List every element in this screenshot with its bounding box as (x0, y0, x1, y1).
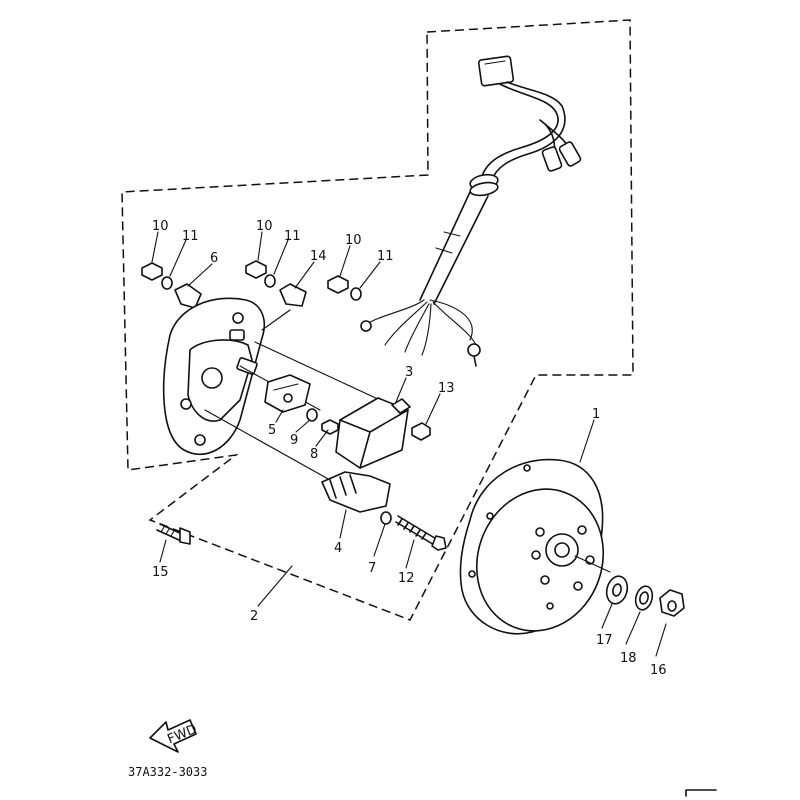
washer-7 (380, 511, 392, 525)
screw-washer-set-a (141, 262, 173, 290)
callout-2: 2 (250, 609, 258, 624)
callout-1: 1 (592, 407, 600, 422)
callout-14: 14 (310, 249, 327, 264)
leader-lines (151, 231, 667, 657)
corner-mark (685, 789, 717, 797)
callout-9: 9 (290, 433, 298, 448)
callout-11: 11 (182, 229, 199, 244)
assembly-boundary-dashed (121, 19, 634, 621)
screw-13 (411, 422, 431, 441)
charging-coil-4 (321, 471, 391, 513)
lock-washer-18 (634, 585, 654, 611)
fwd-label: FWD (165, 722, 199, 747)
washer-9 (306, 408, 318, 422)
harness-connector (477, 55, 515, 87)
callout-labels: 10 11 6 10 11 14 10 11 3 13 5 9 8 1 4 7 … (152, 219, 667, 678)
flywheel-rotor-1 (459, 458, 605, 635)
callout-4: 4 (334, 541, 342, 556)
stator-plate (162, 297, 266, 455)
drawing-code: 37A332-3033 (128, 765, 207, 779)
callout-6: 6 (210, 251, 218, 266)
callout-10: 10 (345, 233, 362, 248)
clamp-14 (279, 283, 307, 307)
pickup-coil-5 (264, 374, 311, 413)
callout-5: 5 (268, 423, 276, 438)
callout-8: 8 (310, 447, 318, 462)
screw-washer-set-c (327, 275, 362, 301)
callout-11: 11 (284, 229, 301, 244)
forward-direction-arrow: FWD (149, 719, 199, 753)
callout-10: 10 (152, 219, 169, 234)
callout-3: 3 (405, 365, 413, 380)
bolt-12 (395, 515, 447, 551)
callout-15: 15 (152, 565, 169, 580)
callout-12: 12 (398, 571, 415, 586)
callout-13: 13 (438, 381, 455, 396)
callout-10: 10 (256, 219, 273, 234)
cdi-unit-3 (335, 397, 411, 469)
screw-washer-set-b (245, 260, 276, 288)
callout-7: 7 (368, 561, 376, 576)
callout-17: 17 (596, 633, 613, 648)
screw-15 (156, 523, 191, 545)
callout-18: 18 (620, 651, 637, 666)
washer-17 (605, 575, 629, 605)
screw-8 (321, 419, 339, 435)
wire-harness (360, 55, 582, 367)
callout-16: 16 (650, 663, 667, 678)
clamp-6 (174, 283, 202, 309)
callout-11: 11 (377, 249, 394, 264)
nut-16 (659, 589, 685, 617)
